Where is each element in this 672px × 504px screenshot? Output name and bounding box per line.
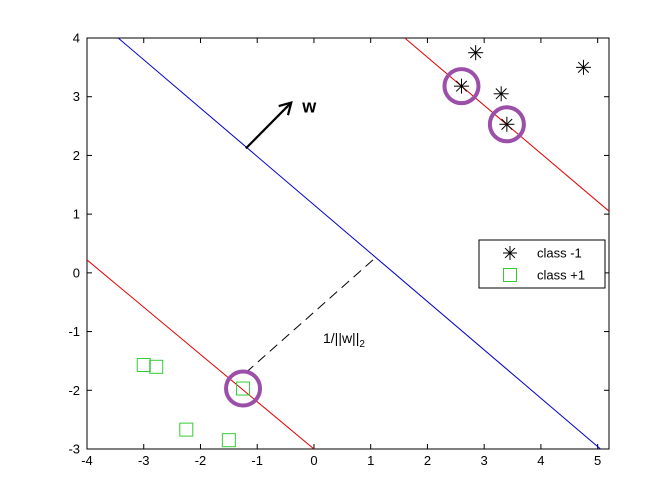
x-tick-label: 5: [594, 453, 601, 468]
x-tick-label: 2: [424, 453, 431, 468]
support-vector-circles: [224, 67, 526, 408]
point-class-minus-1: [575, 59, 591, 75]
y-tick-label: 1: [73, 207, 80, 222]
x-tick-label: -4: [81, 453, 93, 468]
data-points: [136, 45, 591, 448]
y-tick-label: 0: [73, 265, 80, 280]
point-class-plus-1: [236, 381, 251, 396]
point-class-minus-1: [499, 116, 515, 132]
point-class-plus-1: [149, 359, 164, 374]
point-class-minus-1: [468, 45, 484, 61]
legend-label-class-minus-1: class -1: [537, 246, 582, 261]
weight-vector-arrow: [245, 101, 293, 150]
margin-label-main: 1/||w||: [323, 330, 359, 346]
weight-vector-label: w: [301, 97, 317, 117]
point-class-plus-1: [179, 422, 194, 437]
legend-label-class-plus-1: class +1: [537, 268, 585, 283]
y-tick-label: 3: [73, 89, 80, 104]
y-tick-label: 4: [73, 31, 80, 46]
x-tick-label: -2: [195, 453, 207, 468]
support-vector-circle: [224, 369, 263, 408]
weight-vector-and-margin: [245, 101, 374, 374]
decision-boundary-line: [117, 38, 601, 449]
y-tick-label: -3: [68, 442, 80, 457]
point-class-minus-1: [493, 86, 509, 102]
x-tick-label: 4: [537, 453, 544, 468]
weight-vector-arrowhead: [278, 101, 293, 116]
support-vector-circle: [442, 67, 481, 106]
x-tick-label: 0: [310, 453, 317, 468]
x-tick-label: 3: [481, 453, 488, 468]
x-tick-label: -3: [138, 453, 150, 468]
margin-label-subscript: 2: [359, 339, 365, 350]
point-class-plus-1: [136, 358, 151, 373]
margin-line: [87, 259, 315, 449]
x-tick-label: 1: [367, 453, 374, 468]
margin-distance-segment: [245, 258, 374, 374]
y-tick-label: -2: [68, 383, 80, 398]
y-tick-label: -1: [68, 324, 80, 339]
legend: class -1 class +1: [478, 239, 606, 289]
point-class-minus-1: [453, 78, 469, 94]
support-vector-circle: [487, 105, 526, 144]
legend-marker-class-minus-1: [503, 246, 517, 260]
x-tick-label: -1: [251, 453, 263, 468]
margin-label: 1/||w||2: [323, 330, 365, 350]
legend-marker-class-plus-1: [503, 268, 517, 282]
y-tick-label: 2: [73, 148, 80, 163]
point-class-plus-1: [221, 433, 236, 448]
legend-box: [478, 239, 606, 289]
